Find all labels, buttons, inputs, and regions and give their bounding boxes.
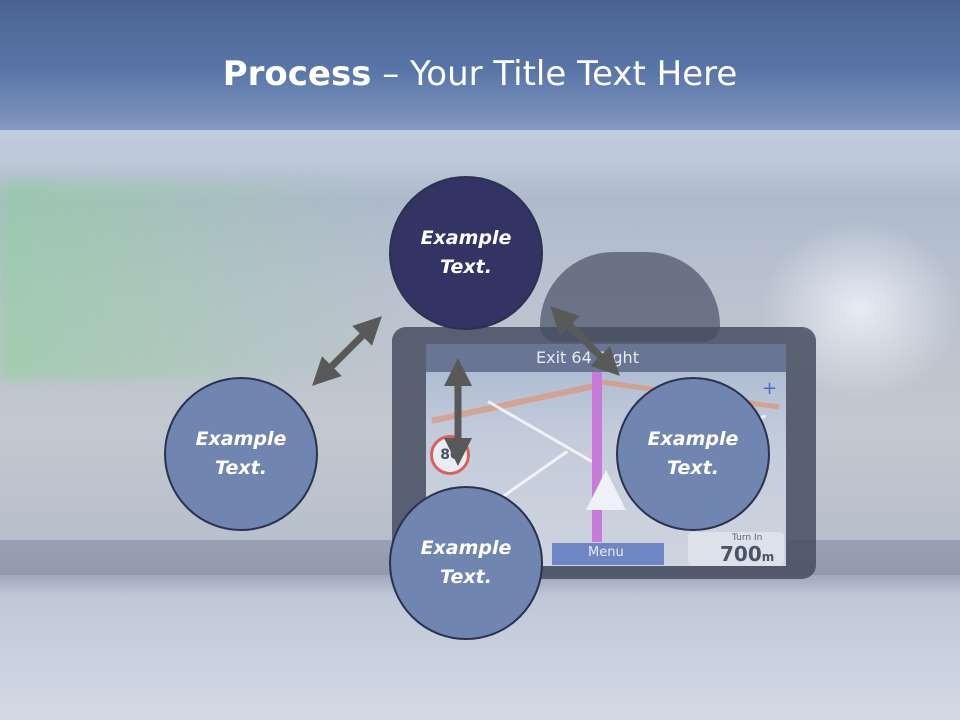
node-text: Example Text. bbox=[420, 227, 512, 278]
node-text: Example Text. bbox=[420, 537, 512, 588]
gps-zoom-plus-icon: + bbox=[762, 378, 778, 399]
node-text: Example Text. bbox=[647, 428, 739, 479]
process-node-top: Example Text. bbox=[389, 176, 543, 330]
slide-title-bold: Process bbox=[222, 54, 372, 94]
node-text: Example Text. bbox=[195, 428, 287, 479]
arrow-top-right bbox=[550, 306, 620, 376]
slide-title-rest: – Your Title Text Here bbox=[371, 54, 738, 94]
gps-route-line bbox=[592, 372, 602, 542]
gps-turn-unit: m bbox=[761, 550, 775, 564]
gps-turn-panel bbox=[688, 532, 784, 566]
process-node-left: Example Text. bbox=[164, 377, 318, 531]
process-node-bottom: Example Text. bbox=[389, 486, 543, 640]
gps-turn-label: Turn In bbox=[732, 533, 763, 543]
gps-turn-number: 700 bbox=[720, 542, 762, 566]
arrow-top-left bbox=[312, 316, 382, 386]
gps-menu-label: Menu bbox=[588, 545, 624, 560]
slide-title: Process – Your Title Text Here bbox=[0, 54, 960, 94]
gps-turn-value: 700m bbox=[720, 542, 774, 566]
gps-menu-button bbox=[552, 543, 664, 565]
process-node-right: Example Text. bbox=[616, 377, 770, 531]
